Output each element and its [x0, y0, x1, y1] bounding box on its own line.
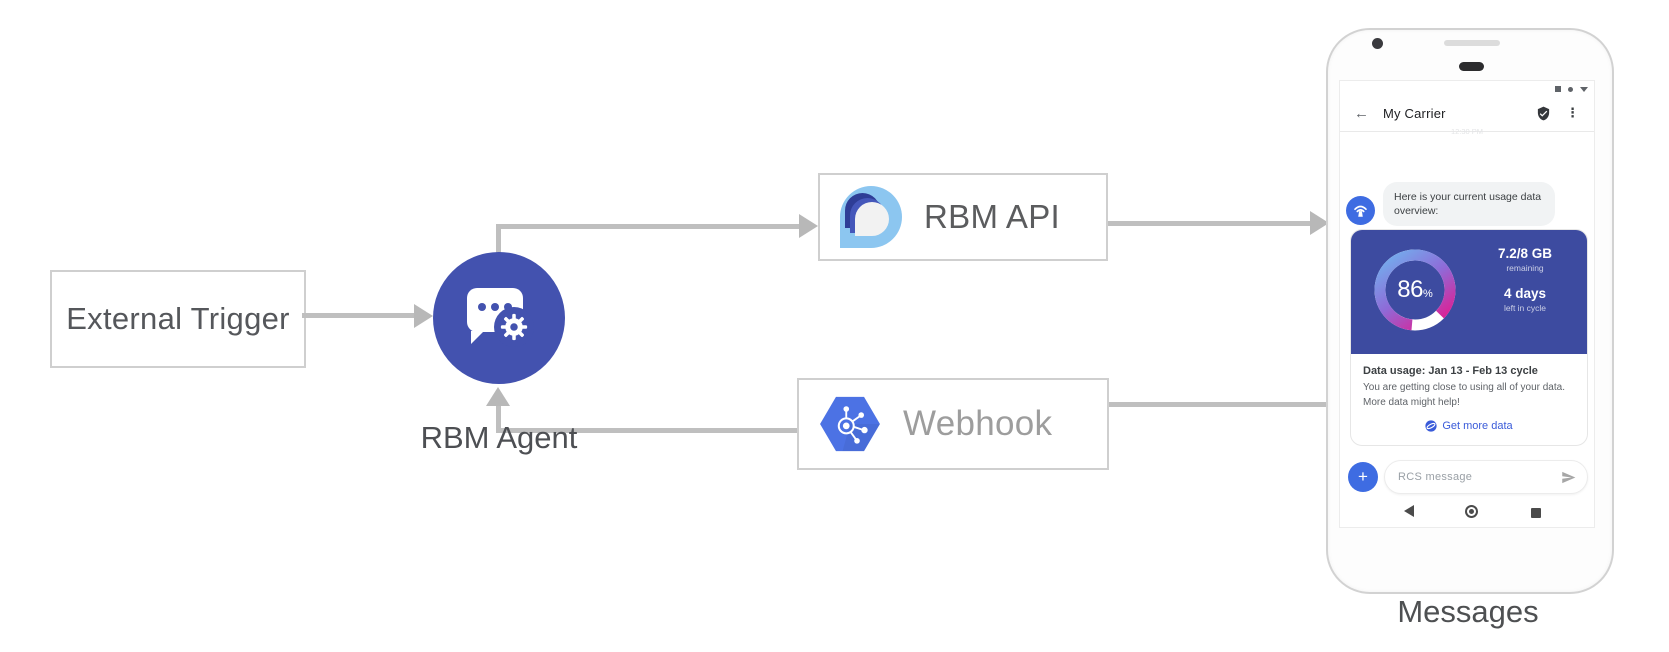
phone-mockup: ← My Carrier ⋮ 12:30 PM Here [1326, 28, 1614, 594]
rbm-api-node: RBM API [818, 173, 1108, 261]
chat-bubble-tail-icon [471, 331, 484, 344]
days-value: 4 days [1503, 286, 1547, 301]
arrowhead-up-icon [486, 387, 510, 406]
nav-home-button[interactable] [1465, 505, 1478, 518]
usage-rich-card: 86 % 7.2/8 GB remaining 4 days left in c… [1350, 229, 1588, 446]
get-more-data-button[interactable]: Get more data [1363, 420, 1575, 432]
bubble-dot-icon [491, 303, 499, 311]
arrowhead-right-icon [799, 214, 818, 238]
conversation-timestamp: 12:30 PM [1450, 127, 1484, 136]
front-camera-icon [1372, 38, 1383, 49]
status-square-icon [1555, 86, 1561, 92]
app-bar: ← My Carrier ⋮ [1340, 95, 1594, 131]
gear-icon [500, 313, 528, 341]
nav-recents-button[interactable] [1531, 508, 1541, 518]
send-button[interactable] [1561, 470, 1576, 485]
status-caret-icon [1580, 86, 1588, 92]
quota-value: 7.2/8 GB [1497, 246, 1553, 261]
agent-avatar [1346, 196, 1375, 225]
rcs-message-input[interactable] [1396, 470, 1555, 484]
status-dot-icon [1568, 86, 1573, 92]
send-plane-icon [1562, 471, 1576, 483]
phone-screen: ← My Carrier ⋮ 12:30 PM Here [1339, 80, 1595, 528]
arrow-webhook-to-agent-vertical [496, 406, 501, 433]
arrowhead-right-icon [414, 304, 433, 328]
status-bar-icons [1555, 86, 1588, 92]
get-more-data-label: Get more data [1442, 420, 1513, 432]
nav-back-button[interactable] [1404, 505, 1414, 517]
agent-message-bubble: Here is your current usage data overview… [1383, 182, 1555, 227]
rbm-api-logo-icon [840, 186, 902, 248]
arrow-agent-to-api-horizontal [496, 224, 801, 229]
webhook-label: Webhook [903, 404, 1053, 443]
usage-card-body-line2: More data might help! [1363, 396, 1460, 408]
message-composer [1384, 460, 1588, 494]
attach-plus-button[interactable]: + [1348, 462, 1378, 492]
arrow-phone-to-webhook [1106, 402, 1328, 407]
usage-stats: 7.2/8 GB remaining 4 days left in cycle [1469, 246, 1581, 313]
overflow-menu-icon[interactable]: ⋮ [1566, 105, 1580, 120]
usage-gauge-panel: 86 % 7.2/8 GB remaining 4 days left in c… [1351, 230, 1587, 354]
external-trigger-label: External Trigger [66, 301, 290, 336]
rbm-api-label: RBM API [924, 198, 1060, 235]
rbm-agent-label: RBM Agent [420, 420, 578, 455]
arrow-trigger-to-agent [302, 313, 416, 318]
days-caption: left in cycle [1503, 303, 1547, 313]
usage-card-heading: Data usage: Jan 13 - Feb 13 cycle [1363, 365, 1538, 377]
conversation-title: My Carrier [1383, 105, 1446, 121]
gauge-percent: 86 % [1397, 276, 1433, 303]
arrowhead-right-icon [1310, 211, 1329, 235]
arrow-webhook-to-agent-horizontal [498, 428, 797, 433]
globe-orbit-icon [1425, 420, 1437, 432]
webhook-node: Webhook [797, 378, 1109, 470]
broadcast-antenna-icon [1354, 205, 1367, 217]
usage-card-body-line1: You are getting close to using all of yo… [1363, 382, 1565, 393]
app-bar-divider [1340, 131, 1594, 132]
verified-shield-icon[interactable] [1536, 106, 1551, 121]
arrow-agent-to-api-vertical [496, 224, 501, 255]
rbm-agent-node [433, 252, 565, 384]
quota-caption: remaining [1506, 263, 1544, 273]
messages-caption: Messages [1397, 594, 1539, 629]
external-trigger-node: External Trigger [50, 270, 306, 368]
back-arrow-icon[interactable]: ← [1354, 104, 1369, 122]
bubble-dot-icon [478, 303, 486, 311]
data-usage-gauge: 86 % [1367, 242, 1463, 338]
arrow-api-to-phone [1084, 221, 1312, 226]
cloud-hexagon-network-icon [820, 396, 880, 452]
usage-card-info: Data usage: Jan 13 - Feb 13 cycle You ar… [1351, 354, 1587, 445]
speaker-slot [1444, 40, 1500, 46]
earpiece-icon [1459, 62, 1484, 71]
